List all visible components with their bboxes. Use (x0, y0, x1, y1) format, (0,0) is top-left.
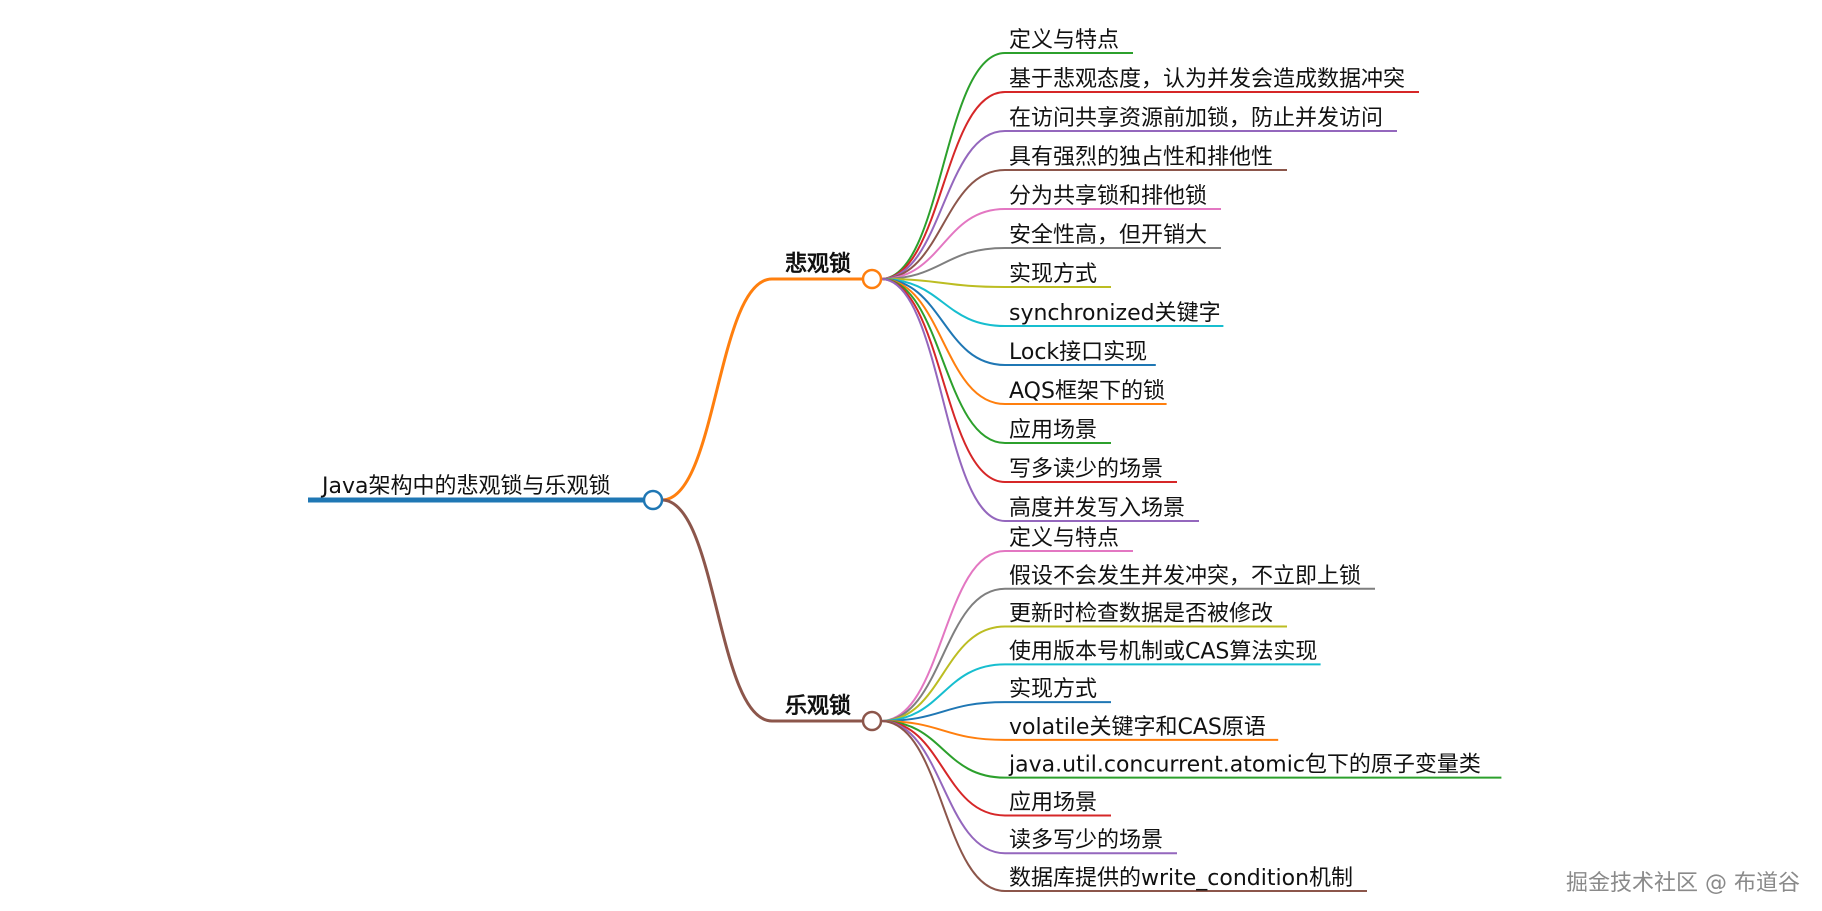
edge-branch-1-leaf-7 (880, 720, 1006, 817)
leaf-label-1-8[interactable]: 读多写少的场景 (1009, 828, 1163, 853)
leaf-label-0-0[interactable]: 定义与特点 (1009, 28, 1119, 53)
edge-branch-0-leaf-2 (880, 130, 1006, 280)
edge-branch-0-leaf-11 (880, 278, 1006, 483)
leaf-label-1-2[interactable]: 更新时检查数据是否被修改 (1009, 602, 1273, 627)
edge-branch-1-leaf-5 (880, 720, 1006, 741)
edge-root-to-branch-0 (661, 277, 863, 502)
edge-branch-0-leaf-0 (880, 52, 1006, 280)
edge-branch-1-leaf-2 (880, 625, 1006, 722)
edge-branch-1-leaf-1 (880, 587, 1006, 722)
edge-branch-0-leaf-5 (880, 247, 1006, 280)
leaf-label-0-7[interactable]: synchronized关键字 (1009, 301, 1221, 326)
root-node-label: Java架构中的悲观锁与乐观锁 (320, 474, 610, 499)
leaf-label-1-6[interactable]: java.util.concurrent.atomic包下的原子变量类 (1008, 753, 1481, 778)
branch-label-0: 悲观锁 (785, 251, 851, 277)
leaf-label-1-3[interactable]: 使用版本号机制或CAS算法实现 (1009, 639, 1317, 664)
branch-node-circle-1[interactable] (861, 710, 883, 732)
branch-node-circle-0[interactable] (861, 268, 883, 290)
leaf-label-0-4[interactable]: 分为共享锁和排他锁 (1009, 184, 1207, 209)
leaf-label-0-10[interactable]: 应用场景 (1009, 418, 1097, 443)
leaf-label-0-9[interactable]: AQS框架下的锁 (1009, 379, 1165, 404)
leaf-label-0-3[interactable]: 具有强烈的独占性和排他性 (1009, 145, 1273, 170)
edge-branch-1-leaf-0 (880, 550, 1006, 722)
leaf-label-1-1[interactable]: 假设不会发生并发冲突，不立即上锁 (1009, 564, 1361, 589)
leaf-label-0-12[interactable]: 高度并发写入场景 (1009, 496, 1185, 521)
edge-branch-1-leaf-6 (880, 720, 1006, 779)
edge-branch-0-leaf-4 (880, 208, 1006, 280)
edge-branch-0-leaf-10 (880, 278, 1006, 444)
edge-branch-0-leaf-6 (880, 278, 1006, 288)
leaf-label-0-2[interactable]: 在访问共享资源前加锁，防止并发访问 (1009, 106, 1383, 131)
edge-branch-1-leaf-4 (880, 701, 1006, 722)
leaf-label-1-7[interactable]: 应用场景 (1009, 790, 1097, 815)
leaf-label-0-1[interactable]: 基于悲观态度，认为并发会造成数据冲突 (1009, 67, 1405, 92)
edge-branch-0-leaf-3 (880, 169, 1006, 280)
edge-branch-1-leaf-3 (880, 663, 1006, 722)
branch-label-1: 乐观锁 (785, 693, 851, 719)
edge-branch-1-leaf-9 (880, 720, 1006, 892)
leaf-label-0-11[interactable]: 写多读少的场景 (1009, 457, 1163, 482)
edge-branch-1-leaf-8 (880, 720, 1006, 855)
leaf-label-0-5[interactable]: 安全性高，但开销大 (1009, 223, 1207, 248)
edge-branch-0-leaf-1 (880, 91, 1006, 280)
edge-branch-0-leaf-9 (880, 278, 1006, 405)
leaf-label-0-8[interactable]: Lock接口实现 (1009, 340, 1147, 365)
root-node-circle[interactable] (642, 489, 664, 511)
leaf-label-1-5[interactable]: volatile关键字和CAS原语 (1009, 715, 1266, 740)
edge-branch-0-leaf-12 (880, 278, 1006, 522)
edge-branch-0-leaf-7 (880, 278, 1006, 327)
leaf-label-1-9[interactable]: 数据库提供的write_condition机制 (1009, 866, 1353, 891)
edge-branch-0-leaf-8 (880, 278, 1006, 366)
watermark: 掘金技术社区 @ 布道谷 (1566, 871, 1800, 896)
leaf-label-0-6[interactable]: 实现方式 (1009, 262, 1097, 287)
leaf-label-1-4[interactable]: 实现方式 (1009, 677, 1097, 702)
edge-root-to-branch-1 (661, 498, 863, 723)
leaf-label-1-0[interactable]: 定义与特点 (1009, 526, 1119, 551)
